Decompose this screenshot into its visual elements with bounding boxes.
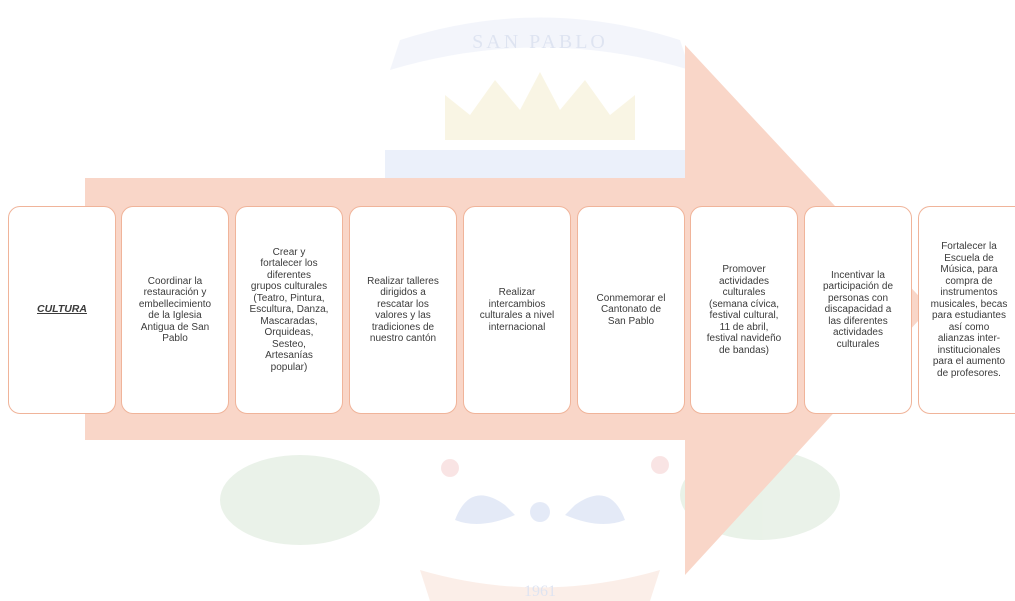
step-box-3: Realizar talleres dirigidos a rescatar l… [349,206,457,414]
bottom-banner-shape [420,570,660,601]
step-text-6: Promover actividades culturales (semana … [706,264,782,356]
step-box-2: Crear y fortalecer los diferentes grupos… [235,206,343,414]
ribbon-right [565,495,625,524]
step-box-5: Conmemorar el Cantonato de San Pablo [577,206,685,414]
step-box-7: Incentivar la participación de personas … [804,206,912,414]
step-box-4: Realizar intercambios culturales a nivel… [463,206,571,414]
step-text-7: Incentivar la participación de personas … [822,269,894,350]
step-text-3: Realizar talleres dirigidos a rescatar l… [367,275,439,345]
shield-band [385,150,685,180]
left-flower [441,459,459,477]
crown-shape [445,72,635,140]
watermark-top-text: SAN PABLO [472,31,608,53]
step-text-4: Realizar intercambios culturales a nivel… [479,287,555,333]
step-box-8: Fortalecer la Escuela de Música, para co… [918,206,1015,414]
left-leaf [220,455,380,545]
top-banner-shape [390,17,690,70]
step-box-1: Coordinar la restauración y embellecimie… [121,206,229,414]
step-text-1: Coordinar la restauración y embellecimie… [138,275,212,345]
step-box-6: Promover actividades culturales (semana … [690,206,798,414]
category-box-cultura: CULTURA [8,206,116,414]
watermark-bottom-text: 1961 [524,583,556,600]
ribbon-left [455,495,515,524]
ribbon-knot [530,502,550,522]
step-text-5: Conmemorar el Cantonato de San Pablo [596,292,666,327]
step-text-2: Crear y fortalecer los diferentes grupos… [249,246,329,373]
right-flower [651,456,669,474]
category-label: CULTURA [37,303,87,316]
step-text-8: Fortalecer la Escuela de Música, para co… [930,241,1008,379]
